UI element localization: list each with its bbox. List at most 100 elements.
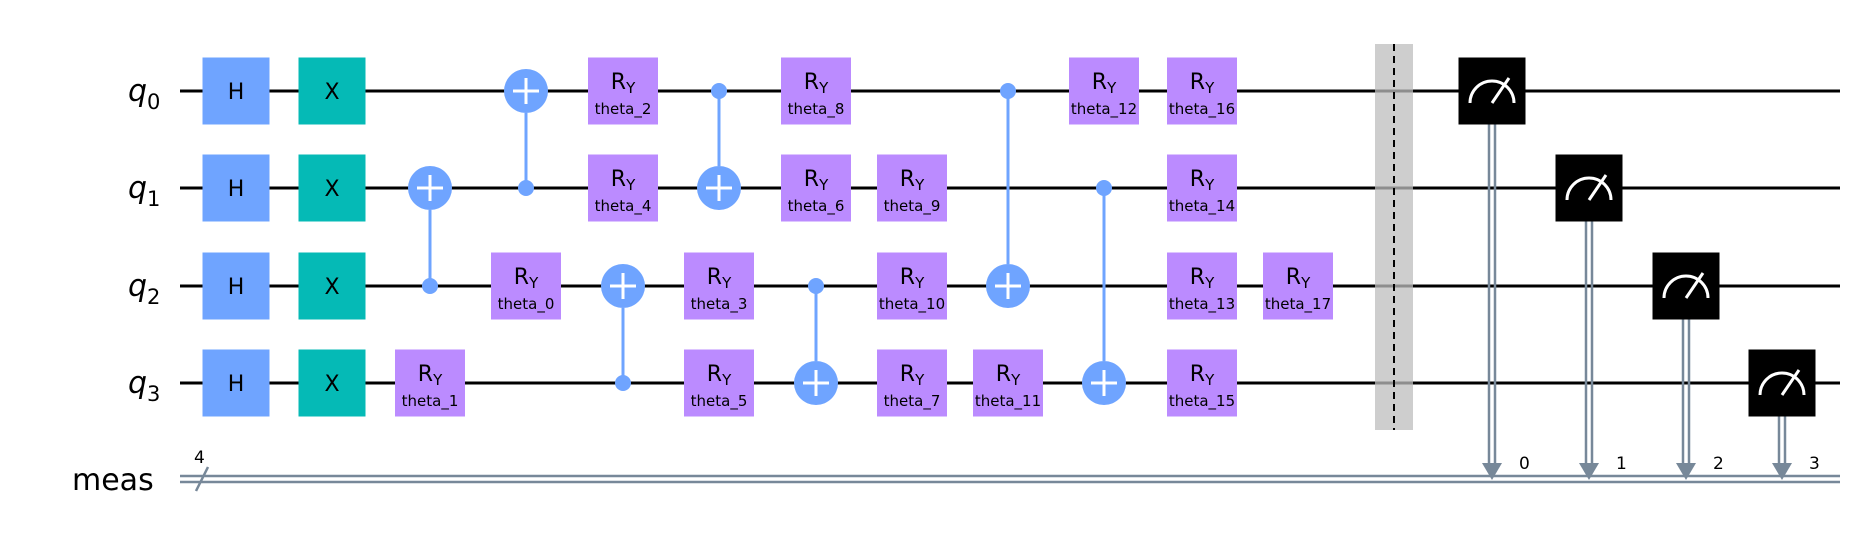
ry-gate-label: RY: [1190, 265, 1215, 292]
ry-gate-label-main: R: [418, 362, 433, 387]
ry-gate-label: RY: [1190, 167, 1215, 194]
ry-gate-param: theta_13: [1169, 295, 1235, 314]
ry-gate: [877, 154, 947, 222]
ry-gate-param: theta_15: [1169, 392, 1235, 411]
barrier-layer: [1375, 44, 1413, 430]
ry-gate-label: RY: [707, 362, 732, 389]
qubit-label: q3: [128, 366, 160, 406]
ry-gate-label-main: R: [611, 167, 626, 192]
ry-gate: [973, 349, 1043, 417]
ry-gate-label: RY: [611, 70, 636, 97]
h-gate-label: H: [228, 372, 245, 397]
ry-gate-label: RY: [1190, 362, 1215, 389]
ry-gate-label-main: R: [900, 265, 915, 290]
ry-gate-label: RY: [611, 167, 636, 194]
cnot-control-dot: [518, 180, 534, 196]
ry-gate-param: theta_1: [402, 392, 459, 411]
ry-gate: [781, 154, 851, 222]
cnot-control-dot: [1000, 83, 1016, 99]
ry-gate-label: RY: [900, 167, 925, 194]
ry-gate-label-main: R: [707, 265, 722, 290]
cnot-control-dot: [808, 278, 824, 294]
cnot-control-dot: [615, 375, 631, 391]
ry-gate-label-sub: Y: [721, 371, 732, 389]
h-gate-label: H: [228, 177, 245, 202]
qubit-label-name: q: [128, 171, 147, 206]
ry-gate: [588, 57, 658, 125]
ry-gate-param: theta_5: [691, 392, 748, 411]
h-gate-label: H: [228, 80, 245, 105]
ry-gate: [1167, 57, 1237, 125]
ry-gate-label: RY: [804, 167, 829, 194]
ry-gate: [684, 349, 754, 417]
ry-gate: [877, 252, 947, 320]
ry-gate-label: RY: [1092, 70, 1117, 97]
ry-gate-label-main: R: [1190, 265, 1205, 290]
ry-gate-param: theta_0: [498, 295, 555, 314]
h-gate: [202, 154, 270, 222]
ry-gate: [395, 349, 465, 417]
measure-arrow: [1482, 463, 1502, 480]
qubit-label-index: 0: [147, 90, 160, 114]
ry-gate-label: RY: [900, 362, 925, 389]
ry-gate-label-main: R: [1190, 362, 1205, 387]
ry-gate-label-sub: Y: [914, 371, 925, 389]
ry-gate-label: RY: [804, 70, 829, 97]
ry-gate-label: RY: [707, 265, 732, 292]
ry-gate-param: theta_12: [1071, 100, 1137, 119]
ry-gate-label: RY: [1190, 70, 1215, 97]
ry-gate-label-main: R: [1286, 265, 1301, 290]
ry-gate-label-sub: Y: [528, 274, 539, 292]
qubit-label-name: q: [128, 366, 147, 401]
x-gate-label: X: [324, 80, 339, 105]
ry-gate-label-sub: Y: [914, 274, 925, 292]
register-size-slash: [194, 466, 210, 492]
ry-gate: [1263, 252, 1333, 320]
ry-gate-label-main: R: [900, 167, 915, 192]
ry-gate: [588, 154, 658, 222]
ry-gate-param: theta_2: [595, 100, 652, 119]
ry-gate-param: theta_10: [879, 295, 945, 314]
ry-gate-label-sub: Y: [1204, 79, 1215, 97]
measure-arrow: [1676, 463, 1696, 480]
ry-gate-label-sub: Y: [625, 79, 636, 97]
x-gate: [298, 57, 366, 125]
ry-gate-label-main: R: [707, 362, 722, 387]
ry-gate-label-sub: Y: [818, 176, 829, 194]
meter-icon: [1468, 79, 1516, 104]
meter-needle: [1780, 369, 1801, 396]
ry-gate-label-sub: Y: [625, 176, 636, 194]
ry-gate-label-sub: Y: [721, 274, 732, 292]
x-gate: [298, 349, 366, 417]
ry-gate-param: theta_7: [884, 392, 941, 411]
h-gate: [202, 57, 270, 125]
ry-gate-label-sub: Y: [1204, 176, 1215, 194]
ry-gate: [877, 349, 947, 417]
classical-register-label: meas: [72, 463, 154, 498]
cnot-control-dot: [422, 278, 438, 294]
ry-gate-param: theta_17: [1265, 295, 1331, 314]
ry-gate: [684, 252, 754, 320]
qubit-label: q2: [128, 269, 160, 309]
ry-gate-label: RY: [514, 265, 539, 292]
ry-gate-label-sub: Y: [1010, 371, 1021, 389]
ry-gate-param: theta_11: [975, 392, 1041, 411]
ry-gate-label-sub: Y: [1300, 274, 1311, 292]
qubit-label: q0: [128, 74, 160, 114]
measure-arrow: [1579, 463, 1599, 480]
ry-gate-label: RY: [996, 362, 1021, 389]
h-gate: [202, 349, 270, 417]
ry-gate-label: RY: [418, 362, 443, 389]
meter-needle: [1684, 272, 1705, 299]
ry-gate: [491, 252, 561, 320]
meter-icon: [1565, 176, 1613, 201]
x-gate-label: X: [324, 372, 339, 397]
measure-gate: [1748, 349, 1816, 417]
qubit-label-index: 1: [147, 187, 160, 211]
ry-gate: [1167, 154, 1237, 222]
ry-gate-label-sub: Y: [1106, 79, 1117, 97]
ry-gate-label-sub: Y: [818, 79, 829, 97]
x-gate-label: X: [324, 177, 339, 202]
